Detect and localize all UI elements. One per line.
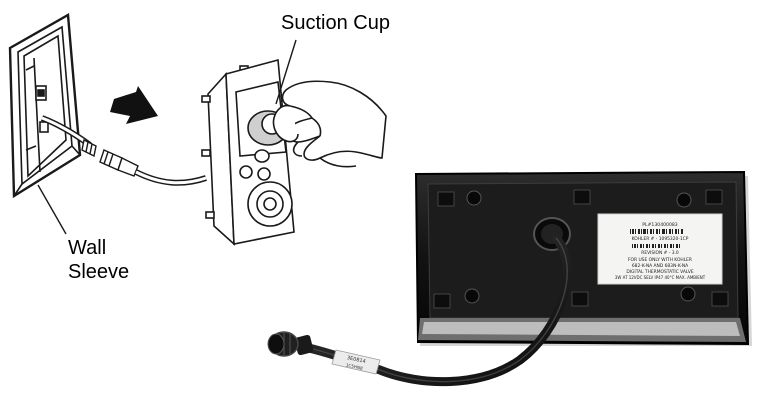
- cable-tag-line2: 1C5HN8: [345, 362, 363, 371]
- label-barcode: [630, 229, 683, 248]
- product-label: PL#130400083 KOHLER # - 1095320-1CP REVI…: [597, 213, 723, 285]
- suction-cup-leader: [275, 39, 297, 105]
- cable-tag-line1: 3E0814: [346, 355, 366, 365]
- suction-cup-callout: Suction Cup: [281, 12, 390, 34]
- wall-sleeve: [8, 13, 82, 199]
- device-connector: [99, 149, 139, 177]
- cable-tag: 3E0814 1C5HN8: [331, 349, 381, 375]
- label-part-number: PL#130400083: [642, 222, 678, 228]
- hand-icon: [272, 80, 387, 168]
- wall-sleeve-callout-line2: Sleeve: [68, 261, 130, 283]
- wall-sleeve-leader: [37, 184, 67, 235]
- wall-connector: [81, 138, 97, 158]
- label-kohler-number: KOHLER # - 1095320-1CP: [632, 236, 689, 242]
- photo-connector-plug: [267, 331, 314, 357]
- label-rating: 3W AT 12VDC SELV IP47 40°C MAX. AMBIENT: [615, 275, 706, 280]
- label-product: DIGITAL THERMOSTATIC VALVE: [626, 269, 694, 275]
- wall-sleeve-callout-line1: Wall: [68, 237, 107, 259]
- label-models: 682-K-NA AND 683N-K-NA: [632, 263, 688, 269]
- control-buttons: [239, 149, 293, 227]
- direction-arrow-icon: [110, 86, 158, 124]
- label-revision: REVISION # - 3.0: [641, 250, 679, 256]
- label-usage: FOR USE ONLY WITH KOHLER: [628, 257, 692, 263]
